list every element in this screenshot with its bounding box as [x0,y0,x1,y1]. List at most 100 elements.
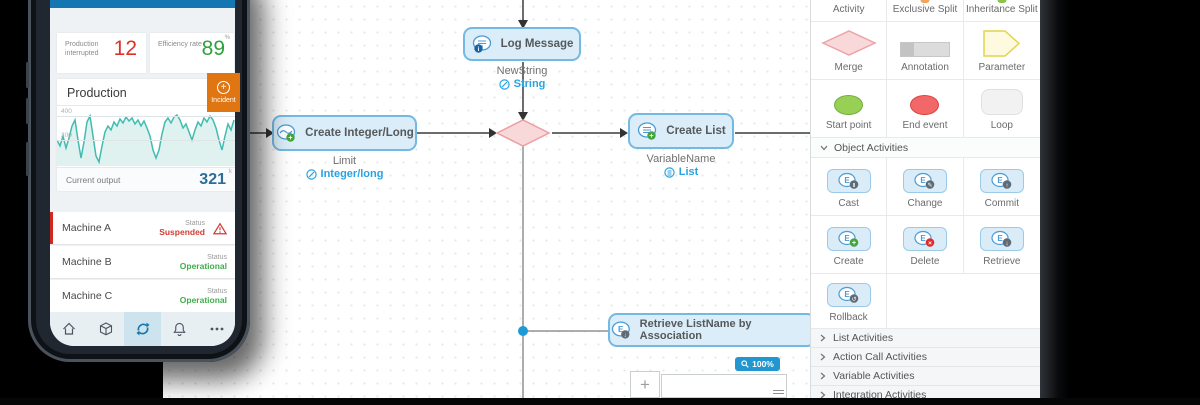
svg-text:↑: ↑ [1005,182,1008,189]
nav-sync[interactable] [124,312,161,346]
exclusive-split-icon [920,0,930,3]
toolbox-item-rollback[interactable]: E↺ Rollback [811,274,887,329]
create-variable-icon: + [277,124,296,142]
machine-row-b[interactable]: Machine B Status Operational [50,246,235,279]
chevron-right-icon [820,334,826,342]
node-create-list[interactable]: + Create List [628,113,734,149]
svg-text:E: E [618,324,624,334]
toolbox-item-create[interactable]: E+ Create [811,216,888,274]
merge-icon [820,30,877,56]
stat-value-interrupted: 12 [113,37,137,60]
end-event-icon [910,95,940,115]
toolbox-item-commit[interactable]: E↑ Commit [963,158,1040,216]
parameter-icon [983,30,1020,57]
chevron-right-icon [820,391,826,399]
bell-icon [173,322,186,337]
toolbox-item-change[interactable]: E✎ Change [887,158,964,216]
alert-indicator-bar [50,212,53,244]
list-var-type: List [628,166,734,178]
toolbox-item-cast[interactable]: E‖ Cast [811,158,888,216]
list-type-icon [664,166,675,178]
phone-mockup: Production interrupted 12 Efficiency rat… [26,0,250,362]
toolbox-item-retrieve[interactable]: E↓ Retrieve [963,216,1040,274]
incident-button[interactable]: + Incident [207,73,240,112]
app-top-bar [50,0,235,8]
int-var-name: Limit [332,155,357,167]
current-output-unit: k [228,167,232,175]
chevron-right-icon [820,372,826,380]
svg-text:+: + [288,133,293,142]
axis-label-400: 400 [61,108,72,115]
nav-assets[interactable] [87,312,124,346]
toolbox-item-inheritance-split[interactable]: Inheritance Split [963,0,1040,22]
node-label: Create List [666,125,726,137]
delete-icon: E× [902,227,947,251]
toolbox-item-activity[interactable]: Activity [811,0,888,22]
change-icon: E✎ [902,169,947,193]
sync-arrows-icon [136,322,149,336]
svg-text:E: E [920,234,926,243]
toolbox-item-annotation[interactable]: Annotation [887,22,964,80]
screen-right-edge [1040,0,1070,405]
rollback-icon: E↺ [826,283,871,307]
section-object-activities[interactable]: Object Activities [811,138,1040,158]
svg-text:E: E [844,176,850,185]
toolbox-item-loop[interactable]: Loop [963,80,1040,138]
toolbox-item-delete[interactable]: E× Delete [887,216,964,274]
toolbox-item-start-point[interactable]: Start point [811,80,888,138]
retrieve-icon: E ↓ [611,321,630,339]
svg-text:↓: ↓ [1005,240,1008,247]
screen-bottom-edge [0,398,1200,405]
machine-status: Status Suspended [159,219,205,237]
toolbox-item-parameter[interactable]: Parameter [963,22,1040,80]
phone-volume-up-button [26,62,29,88]
nav-home[interactable] [50,312,87,346]
stat-label: Production interrupted [65,41,99,57]
ellipsis-icon [210,327,223,331]
phone-screen: Production interrupted 12 Efficiency rat… [50,0,235,346]
zoom-in-button[interactable]: + [630,371,660,398]
warning-triangle-icon [213,222,227,234]
int-var-type: Integer/long [272,168,417,180]
machine-name: Machine B [62,256,112,268]
phone-volume-down-button [26,98,29,124]
object-activities-grid: E‖ Cast E✎ Change E↑ Commit E+ Cr [811,158,1040,274]
stat-card-production-interrupted: Production interrupted 12 [57,33,146,73]
nav-notifications[interactable] [161,312,198,346]
machine-row-a[interactable]: Machine A Status Suspended [50,212,235,245]
object-activities-row-3: E↺ Rollback [811,274,1040,329]
axis-label-200: 200 [61,132,72,139]
node-retrieve-association[interactable]: E ↓ Retrieve ListName by Association [608,313,816,347]
toolbox-grid-top: Activity Exclusive Split Inheritance Spl… [811,0,1040,138]
cube-icon [99,322,112,336]
node-log-message[interactable]: i Log Message [463,27,581,61]
minimap[interactable] [661,374,787,398]
home-icon [62,322,75,335]
zoom-level-badge[interactable]: 100% [735,357,780,371]
node-create-integer[interactable]: + Create Integer/Long [272,115,417,151]
toolbox-item-exclusive-split[interactable]: Exclusive Split [887,0,964,22]
node-label: Log Message [500,38,574,50]
minimap-resize-handle[interactable] [773,390,784,394]
section-list-activities[interactable]: List Activities [811,329,1040,348]
stat-value-efficiency: 89 [201,37,225,60]
annotation-icon [899,42,950,57]
svg-text:↓: ↓ [624,332,627,339]
toolbox-item-merge[interactable]: Merge [811,22,888,80]
svg-text:E: E [997,176,1003,185]
string-type-icon [498,78,510,90]
machine-row-c[interactable]: Machine C Status Operational [50,280,235,313]
section-variable-activities[interactable]: Variable Activities [811,367,1040,386]
stat-unit-percent: % [224,35,230,41]
svg-text:E: E [997,234,1003,243]
section-action-call-activities[interactable]: Action Call Activities [811,348,1040,367]
svg-text:+: + [650,131,655,140]
list-var-name: VariableName [646,153,716,165]
toolbox-item-end-event[interactable]: End event [887,80,964,138]
bottom-nav-bar [50,312,235,346]
start-point-icon [834,95,864,115]
svg-text:‖: ‖ [852,183,855,189]
nav-more[interactable] [198,312,235,346]
